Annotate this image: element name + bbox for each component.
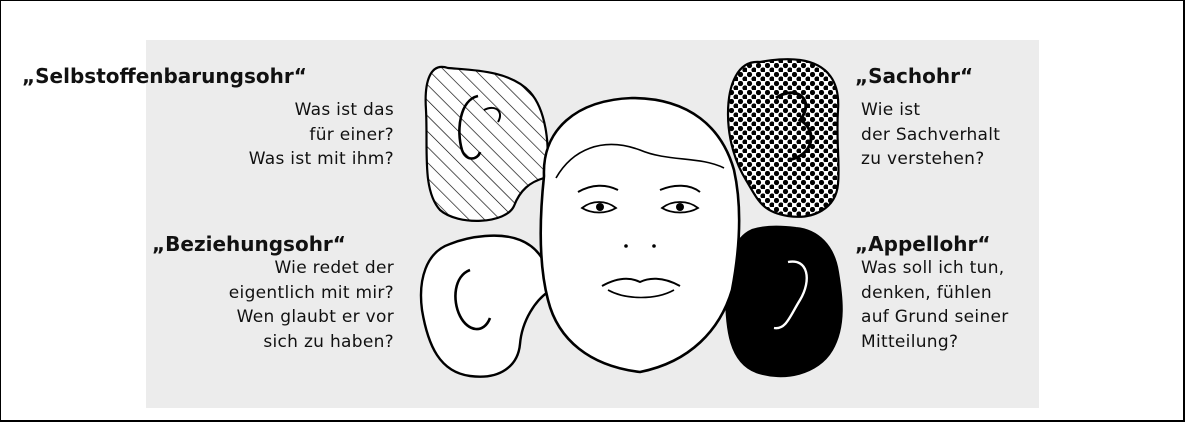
white-ear-icon <box>421 236 549 377</box>
factual-question-line: Wie ist <box>861 98 1000 123</box>
self-revelation-question-line: Was ist das <box>150 98 394 123</box>
appeal-question-line: auf Grund seiner <box>861 305 1009 330</box>
relationship-ear-questions: Wie redet der eigentlich mit mir? Wen gl… <box>150 256 394 354</box>
factual-question-line: zu verstehen? <box>861 147 1000 172</box>
self-revelation-ear-questions: Was ist das für einer? Was ist mit ihm? <box>150 98 394 172</box>
self-revelation-question-line: für einer? <box>150 123 394 148</box>
appeal-ear-questions: Was soll ich tun, denken, fühlen auf Gru… <box>861 256 1009 354</box>
appeal-question-line: denken, fühlen <box>861 281 1009 306</box>
factual-ear-questions: Wie ist der Sachverhalt zu verstehen? <box>861 98 1000 172</box>
appeal-question-line: Mitteilung? <box>861 330 1009 355</box>
relationship-question-line: sich zu haben? <box>150 330 394 355</box>
dotted-ear-icon <box>728 59 839 217</box>
black-ear-icon <box>726 227 842 377</box>
relationship-question-line: Wie redet der <box>150 256 394 281</box>
self-revelation-question-line: Was ist mit ihm? <box>150 147 394 172</box>
face-icon <box>541 98 739 372</box>
self-revelation-ear-title: „Selbstoffenbarungsohr“ <box>22 64 307 88</box>
relationship-ear-title: „Beziehungsohr“ <box>152 232 346 256</box>
factual-ear-title: „Sachohr“ <box>855 64 973 88</box>
appeal-ear-title: „Appellohr“ <box>855 232 991 256</box>
appeal-question-line: Was soll ich tun, <box>861 256 1009 281</box>
factual-question-line: der Sachverhalt <box>861 123 1000 148</box>
hatched-ear-icon <box>426 67 548 221</box>
relationship-question-line: Wen glaubt er vor <box>150 305 394 330</box>
relationship-question-line: eigentlich mit mir? <box>150 281 394 306</box>
